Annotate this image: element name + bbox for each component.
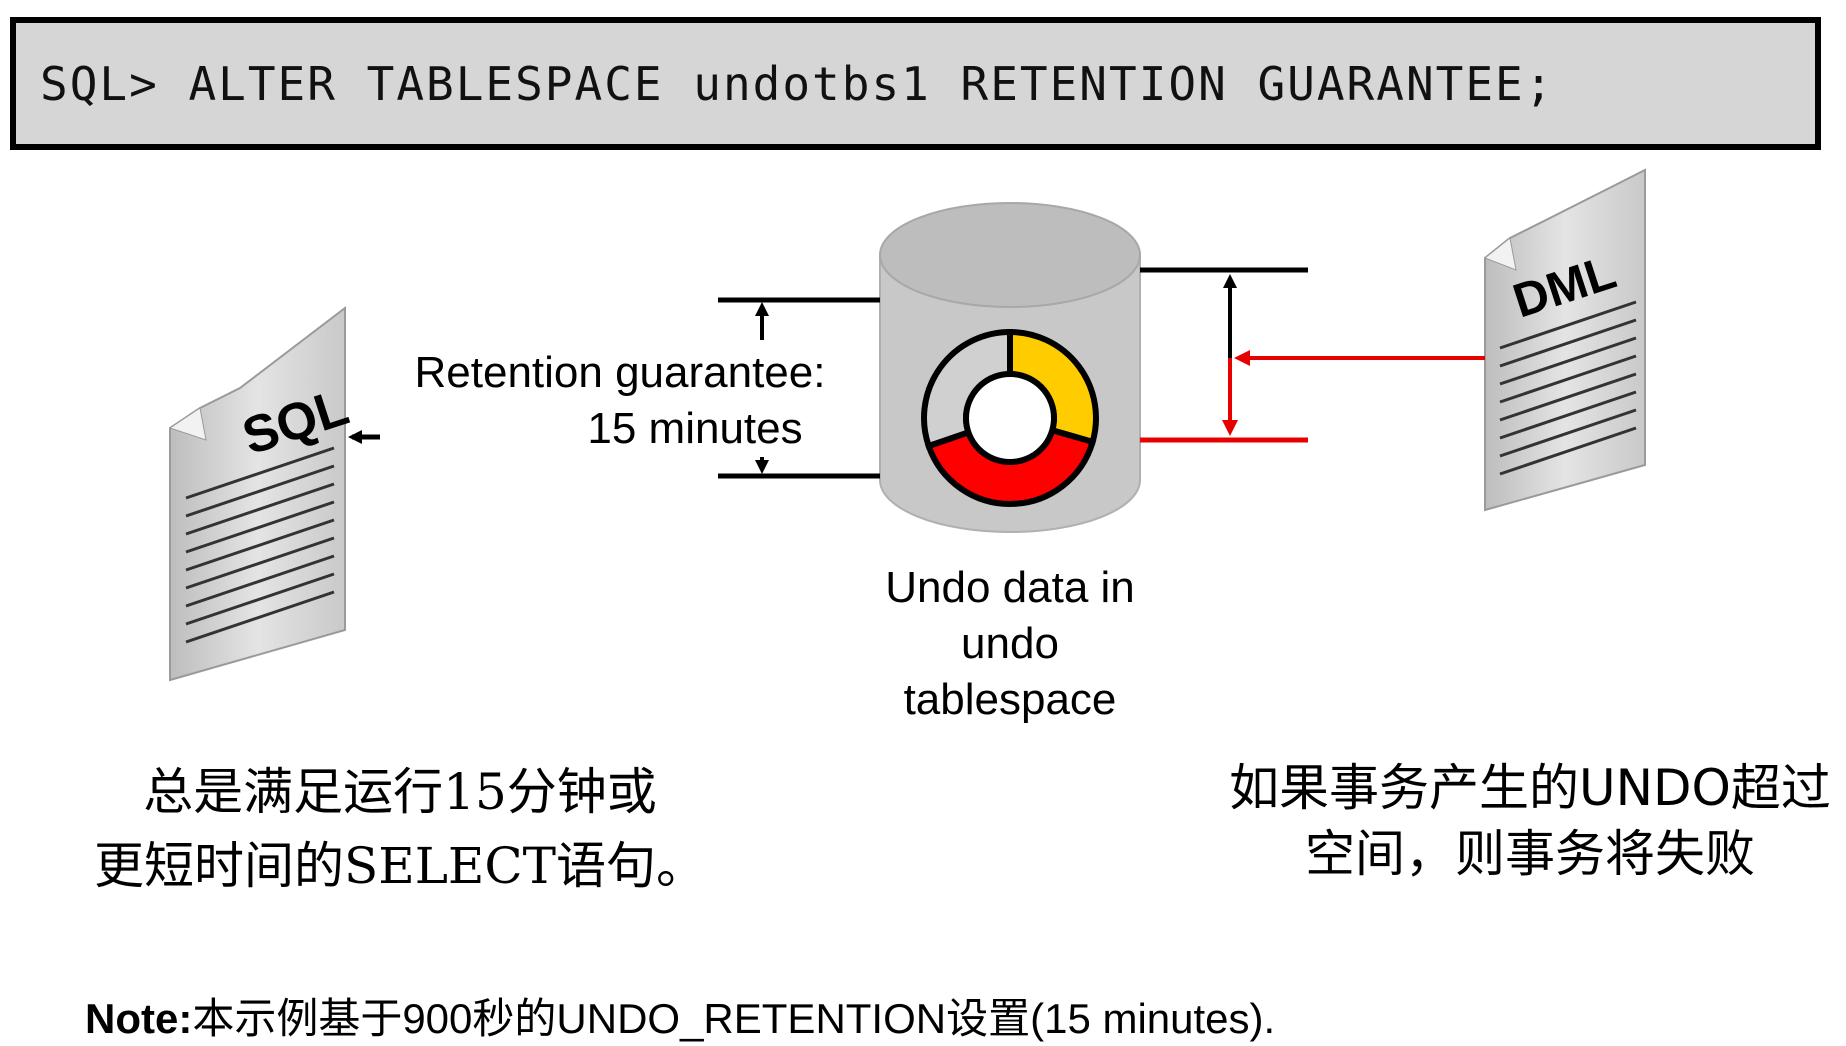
retention-label: Retention guarantee: 15 minutes [380,345,860,457]
select-guarantee-text: 总是满足运行15分钟或 更短时间的SELECT语句。 [70,755,730,903]
retention-label-line2: 15 minutes [587,404,803,453]
cn-right-line1: 如果事务产生的UNDO超过 [1229,759,1831,817]
cn-left-line2: 更短时间的SELECT语句。 [93,837,707,895]
dml-failure-text: 如果事务产生的UNDO超过 空间，则事务将失败 [1205,755,1846,887]
undo-caption-line1: Undo data in [885,563,1135,612]
undo-caption: Undo data in undo tablespace [830,560,1190,728]
sql-document-icon: SQL [168,305,355,682]
sql-command: SQL> ALTER TABLESPACE undotbs1 RETENTION… [40,56,1555,111]
note: Note:本示例基于900秒的UNDO_RETENTION设置(15 minut… [85,985,1275,1046]
undo-segments-donut [921,328,1099,507]
retention-label-line1: Retention guarantee: [414,348,826,397]
note-prefix: Note: [85,995,193,1042]
dml-document-icon: DML [1484,168,1646,512]
cn-right-line2: 空间，则事务将失败 [1305,825,1755,883]
cn-left-line1: 总是满足运行15分钟或 [143,763,657,821]
undo-caption-line3: tablespace [903,675,1117,724]
command-box: SQL> ALTER TABLESPACE undotbs1 RETENTION… [10,17,1821,150]
dml-bracket [1140,267,1485,443]
undo-caption-line2: undo [961,619,1059,668]
note-text: 本示例基于900秒的UNDO_RETENTION设置(15 minutes). [192,995,1276,1042]
